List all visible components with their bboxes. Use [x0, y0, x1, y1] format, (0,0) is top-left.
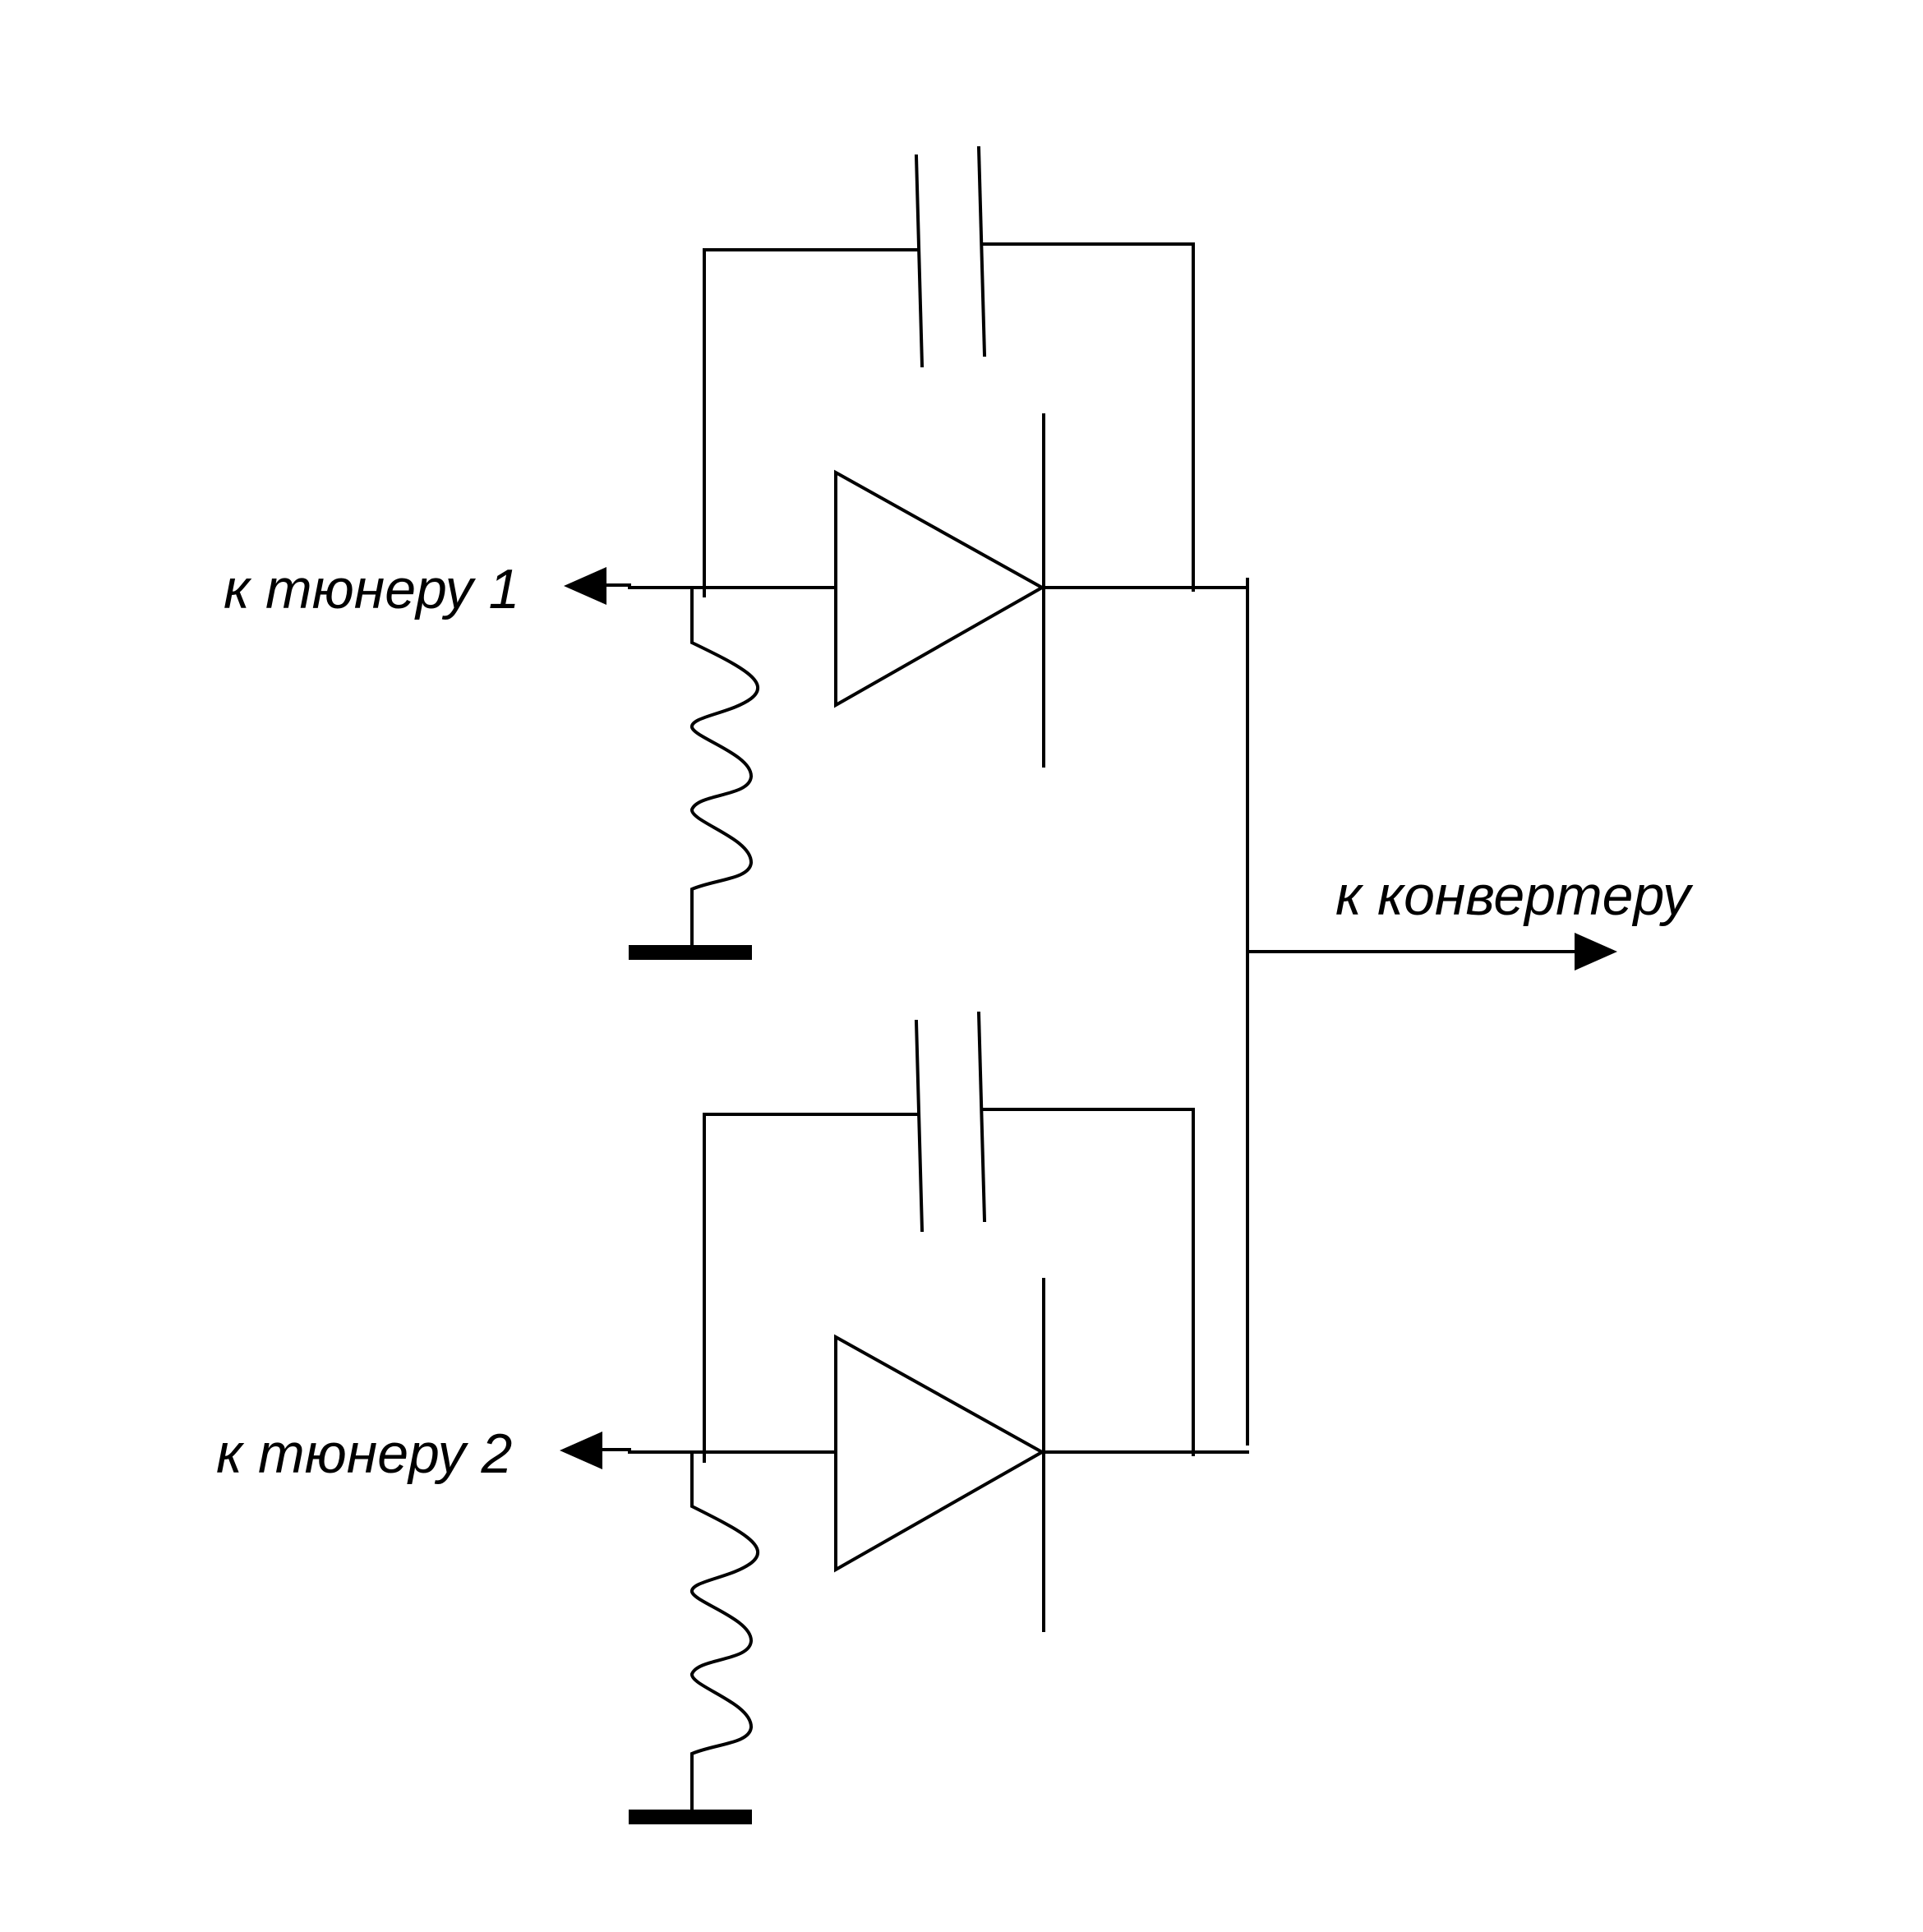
inductor-2 [690, 1450, 759, 1818]
diode-1-triangle [834, 469, 1046, 708]
arrow-tuner-2 [560, 1432, 602, 1469]
arrow-tuner-1 [564, 567, 606, 605]
capacitor-2-lead-left [703, 1113, 920, 1463]
label-tuner-1: к тюнеру 1 [224, 558, 519, 620]
ground-2 [629, 1810, 752, 1824]
converter-output: к конвертеру [1246, 578, 1694, 1446]
capacitor-1-plate-right [976, 145, 987, 357]
ground-1 [629, 945, 752, 960]
branch-tuner-2: к тюнеру 2 [216, 1011, 1249, 1824]
inductor-1 [690, 586, 759, 953]
capacitor-1-lead-right [980, 242, 1195, 592]
branch-tuner-1: к тюнеру 1 [224, 145, 1249, 960]
capacitor-1-lead-left [703, 248, 920, 597]
arrow-converter [1575, 933, 1617, 971]
label-converter: к конвертеру [1335, 865, 1694, 927]
capacitor-2-plate-left [914, 1019, 925, 1233]
capacitor-2-plate-right [976, 1011, 987, 1223]
capacitor-1-plate-left [914, 154, 925, 368]
diode-2-triangle [834, 1334, 1046, 1573]
capacitor-2-lead-right [980, 1108, 1195, 1456]
label-tuner-2: к тюнеру 2 [216, 1422, 512, 1485]
